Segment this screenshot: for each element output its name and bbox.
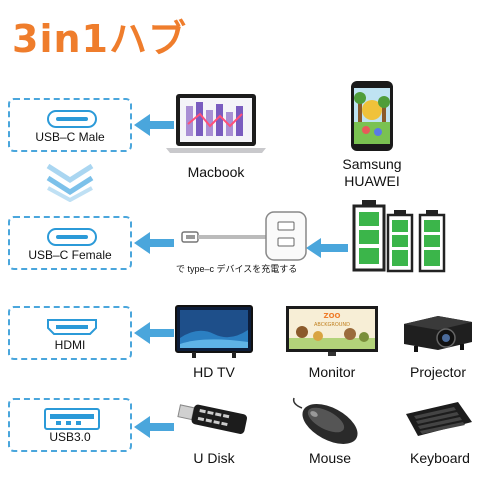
hdmi-port-icon [47, 319, 97, 335]
device-label-huawei: HUAWEI [344, 173, 400, 189]
device-label-hdtv: HD TV [193, 364, 235, 380]
device-label-udisk: U Disk [193, 450, 235, 466]
usb3-port-icon [44, 408, 100, 430]
port-label-usbc-male: USB–C Male [35, 130, 105, 144]
port-usb3: USB3.0 [8, 398, 132, 452]
monitor-screen-subtitle: ABCKGROUND [314, 322, 350, 328]
keyboard-icon [406, 402, 472, 436]
port-label-usb3: USB3.0 [49, 430, 91, 444]
port-hdmi: HDMI [8, 306, 132, 360]
port-usbc-female: USB–C Female [8, 216, 132, 270]
projector-icon [404, 316, 472, 352]
port-label-usbc-female: USB–C Female [28, 248, 112, 262]
device-label-projector: Projector [409, 364, 467, 380]
usbc-port-icon [47, 110, 97, 128]
tv-icon [175, 305, 253, 358]
page-title: 3in1ハブ [12, 17, 187, 61]
mouse-icon [292, 397, 358, 444]
device-label-keyboard: Keyboard [410, 450, 470, 466]
usbc-port-icon [47, 228, 97, 246]
device-label-monitor: Monitor [308, 364, 356, 380]
macbook-icon [166, 94, 266, 153]
port-label-hdmi: HDMI [54, 338, 86, 352]
chevron-down-icon [46, 163, 94, 202]
arrow-left-icon [134, 322, 174, 344]
device-label-samsung: Samsung [342, 156, 402, 172]
port-usbc-male: USB–C Male [8, 98, 132, 152]
device-label-macbook: Macbook [187, 164, 245, 180]
device-label-mouse: Mouse [308, 450, 352, 466]
arrow-left-icon [134, 114, 174, 136]
smartphone-icon [351, 81, 393, 151]
arrow-left-icon [134, 232, 174, 254]
arrow-left-icon [134, 416, 174, 438]
monitor-screen-title: ZOO [324, 312, 341, 320]
usb-flash-drive-icon [177, 404, 248, 434]
battery-charging-icon [352, 200, 446, 273]
hub-adapter-icon [181, 211, 307, 261]
charge-note: で type–c デバイスを充電する [176, 264, 298, 274]
monitor-icon: ZOO ABCKGROUND [286, 306, 378, 356]
arrow-left-icon [306, 238, 348, 258]
